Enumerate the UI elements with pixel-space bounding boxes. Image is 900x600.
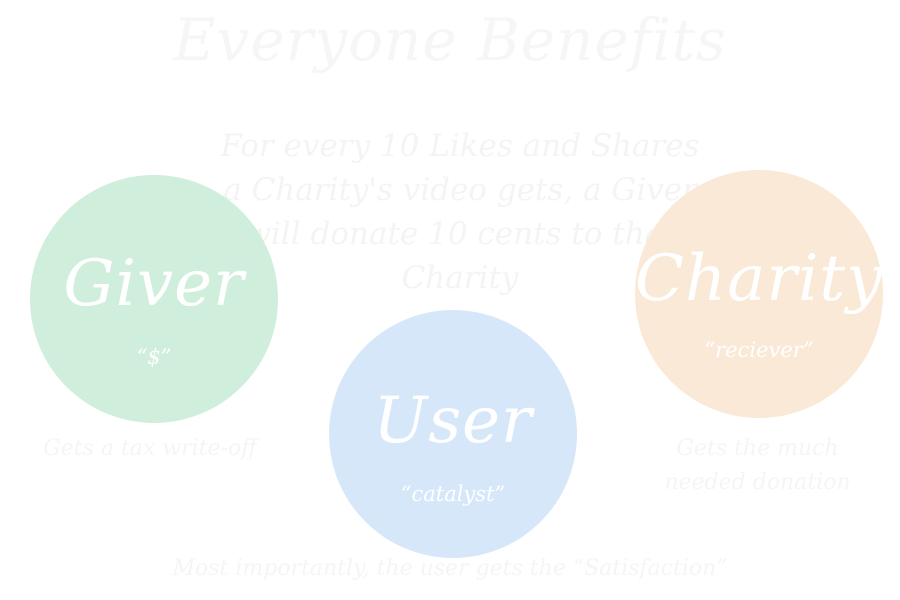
user-label: User — [373, 384, 533, 458]
giver-circle: Giver “$” — [30, 175, 278, 423]
charity-label: Charity — [635, 242, 884, 316]
charity-circle: Charity “reciever” — [635, 170, 883, 418]
footer-text: Most importantly, the user gets the “Sat… — [172, 556, 728, 581]
giver-benefit-note: Gets a tax write-off — [43, 436, 257, 461]
charity-role: “reciever” — [704, 338, 814, 362]
description-text: For every 10 Likes and Shares a Charity'… — [220, 128, 700, 296]
user-circle: User “catalyst” — [329, 310, 577, 558]
giver-label: Giver — [63, 247, 245, 321]
charity-benefit-note: Gets the much needed donation — [664, 436, 851, 495]
user-role: “catalyst” — [400, 482, 506, 506]
giver-role: “$” — [136, 345, 172, 369]
page-title: Everyone Benefits — [173, 6, 727, 74]
